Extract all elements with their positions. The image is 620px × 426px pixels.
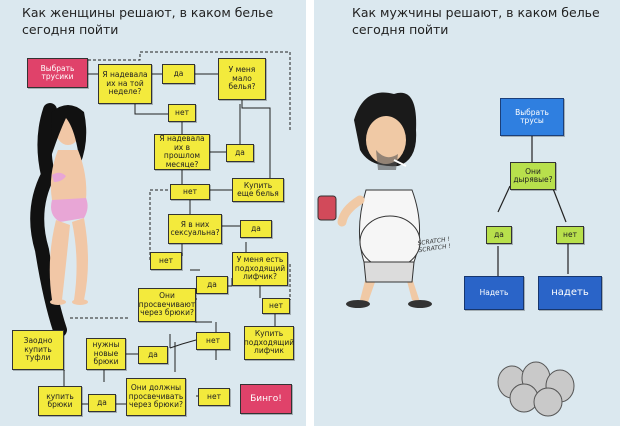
box-yes-6: да (88, 394, 116, 412)
cans-pile (497, 361, 575, 417)
box-yes: да (486, 226, 512, 244)
box-no-3: нет (150, 252, 182, 270)
box-need-pants: нужны новые брюки (86, 338, 126, 370)
box-no-5: нет (196, 332, 230, 350)
box-wore-last-week: Я надевала их на той неделе? (98, 64, 152, 104)
box-must-show: Они должны просвечивать через брюки? (126, 378, 186, 416)
women-panel: Как женщины решают, в каком белье сегодн… (0, 0, 306, 426)
box-wear-small: Надеть (464, 276, 524, 310)
box-no-4: нет (262, 298, 290, 314)
box-no-6: нет (198, 388, 230, 406)
box-yes-1: да (162, 64, 195, 84)
men-panel: Как мужчины решают, в каком белье сегодн… (314, 0, 620, 426)
box-wear-big: надеть (538, 276, 602, 310)
box-little-underwear: У меня мало белья? (218, 58, 266, 100)
box-yes-3: да (240, 220, 272, 238)
box-yes-5: да (138, 346, 168, 364)
box-wore-last-month: Я надевала их в прошлом месяце? (154, 134, 210, 170)
box-buy-bra: Купить подходящий лифчик (244, 326, 294, 360)
box-buy-pants: купить брюки (38, 386, 82, 416)
box-choose-shorts: Выбрать трусы (500, 98, 564, 136)
box-choose-panties: Выбрать трусики (27, 58, 88, 88)
box-bingo: Бинго! (240, 384, 292, 414)
men-panel-title: Как мужчины решают, в каком белье сегодн… (352, 5, 600, 37)
women-panel-title: Как женщины решают, в каком белье сегодн… (22, 5, 274, 37)
box-holes: Они дырявые? (510, 162, 556, 190)
box-have-bra: У меня есть подходящий лифчик? (232, 252, 288, 286)
box-yes-4: да (196, 276, 228, 294)
woman-illustration (30, 103, 88, 337)
box-no-2: нет (170, 184, 210, 200)
man-illustration (317, 92, 432, 308)
box-no-1: нет (168, 104, 196, 122)
women-flow-arrows (63, 51, 291, 405)
men-flow-arrows (497, 136, 575, 417)
box-no: нет (556, 226, 584, 244)
box-show-through: Они просвечивают через брюки? (138, 288, 196, 322)
box-also-shoes: Заодно купить туфли (12, 330, 64, 370)
box-buy-more: Купить еще белья (232, 178, 284, 202)
box-yes-2: да (226, 144, 254, 162)
box-sexy: Я в них сексуальна? (168, 214, 222, 244)
